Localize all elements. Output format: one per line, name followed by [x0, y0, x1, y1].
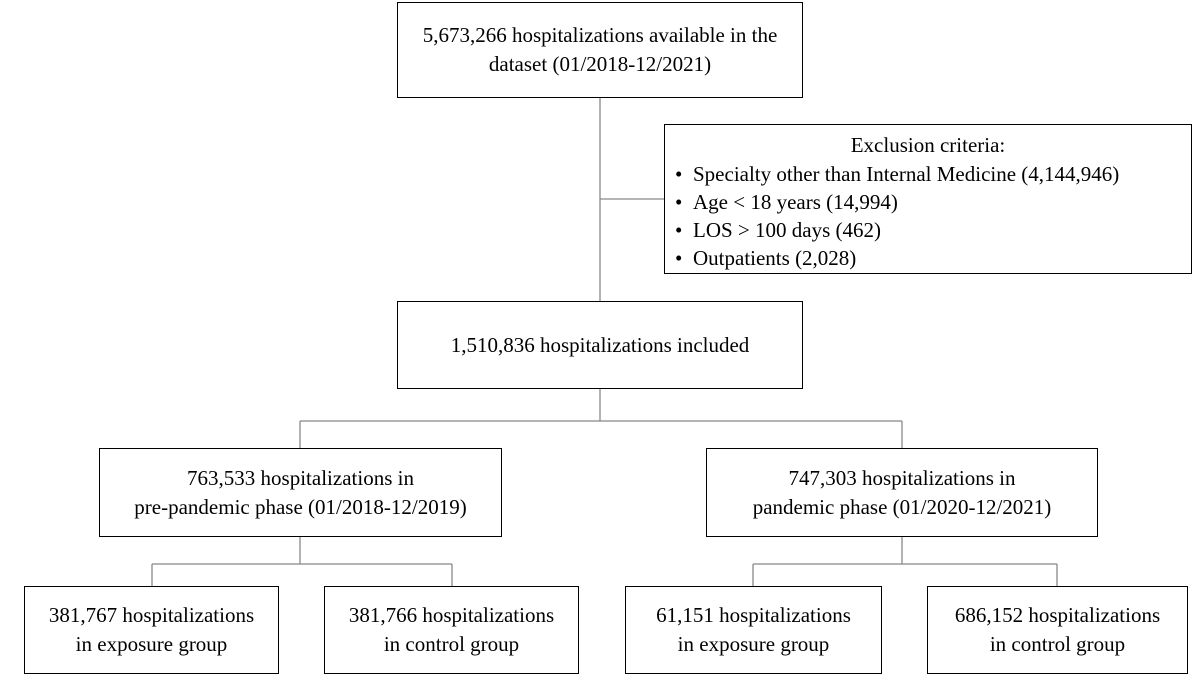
box-text-line: in control group [383, 632, 520, 656]
box-text-line: 61,151 hospitalizations [656, 603, 851, 627]
box-text-line: in exposure group [677, 632, 830, 656]
total-hospitalizations-box: 5,673,266 hospitalizations available in … [397, 2, 803, 98]
box-text-line: 5,673,266 hospitalizations available in … [422, 23, 778, 47]
pre-pandemic-control-box: 381,766 hospitalizations in control grou… [324, 586, 579, 674]
box-text-line: 1,510,836 hospitalizations included [450, 332, 750, 357]
exclusion-item-text: Outpatients (2,028) [693, 246, 857, 270]
exclusion-item: • LOS > 100 days (462) [665, 216, 1191, 244]
box-text-line: 747,303 hospitalizations in [788, 465, 1016, 490]
box-text-line: 381,766 hospitalizations [348, 603, 555, 627]
box-text-line: pandemic phase (01/2020-12/2021) [752, 494, 1052, 519]
exclusion-item: • Specialty other than Internal Medicine … [665, 160, 1191, 188]
exclusion-item-text: LOS > 100 days (462) [693, 218, 881, 242]
exclusion-criteria-box: Exclusion criteria: • Specialty other tha… [664, 124, 1192, 274]
included-hospitalizations-box: 1,510,836 hospitalizations included [397, 301, 803, 389]
box-text-line: pre-pandemic phase (01/2018-12/2019) [134, 494, 467, 519]
pandemic-control-box: 686,152 hospitalizations in control grou… [927, 586, 1188, 674]
pandemic-phase-box: 747,303 hospitalizations in pandemic pha… [706, 448, 1098, 537]
box-text-line: dataset (01/2018-12/2021) [488, 52, 712, 76]
exclusion-title: Exclusion criteria: [850, 133, 1006, 157]
pre-pandemic-phase-box: 763,533 hospitalizations in pre-pandemic… [99, 448, 502, 537]
exclusion-item: • Outpatients (2,028) [665, 244, 1191, 272]
box-text-line: 763,533 hospitalizations in [187, 465, 414, 490]
exclusion-item-text: Specialty other than Internal Medicine (… [693, 162, 1120, 186]
box-text-line: 686,152 hospitalizations [954, 603, 1161, 627]
bullet-icon: • [675, 162, 683, 186]
exclusion-item-text: Age < 18 years (14,994) [693, 190, 898, 214]
pre-pandemic-exposure-box: 381,767 hospitalizations in exposure gro… [24, 586, 279, 674]
box-text-line: 381,767 hospitalizations [48, 603, 255, 627]
bullet-icon: • [675, 246, 683, 270]
box-text-line: in exposure group [75, 632, 228, 656]
bullet-icon: • [675, 218, 683, 242]
bullet-icon: • [675, 190, 683, 214]
exclusion-item: • Age < 18 years (14,994) [665, 188, 1191, 216]
box-text-line: in control group [989, 632, 1126, 656]
pandemic-exposure-box: 61,151 hospitalizations in exposure grou… [625, 586, 882, 674]
